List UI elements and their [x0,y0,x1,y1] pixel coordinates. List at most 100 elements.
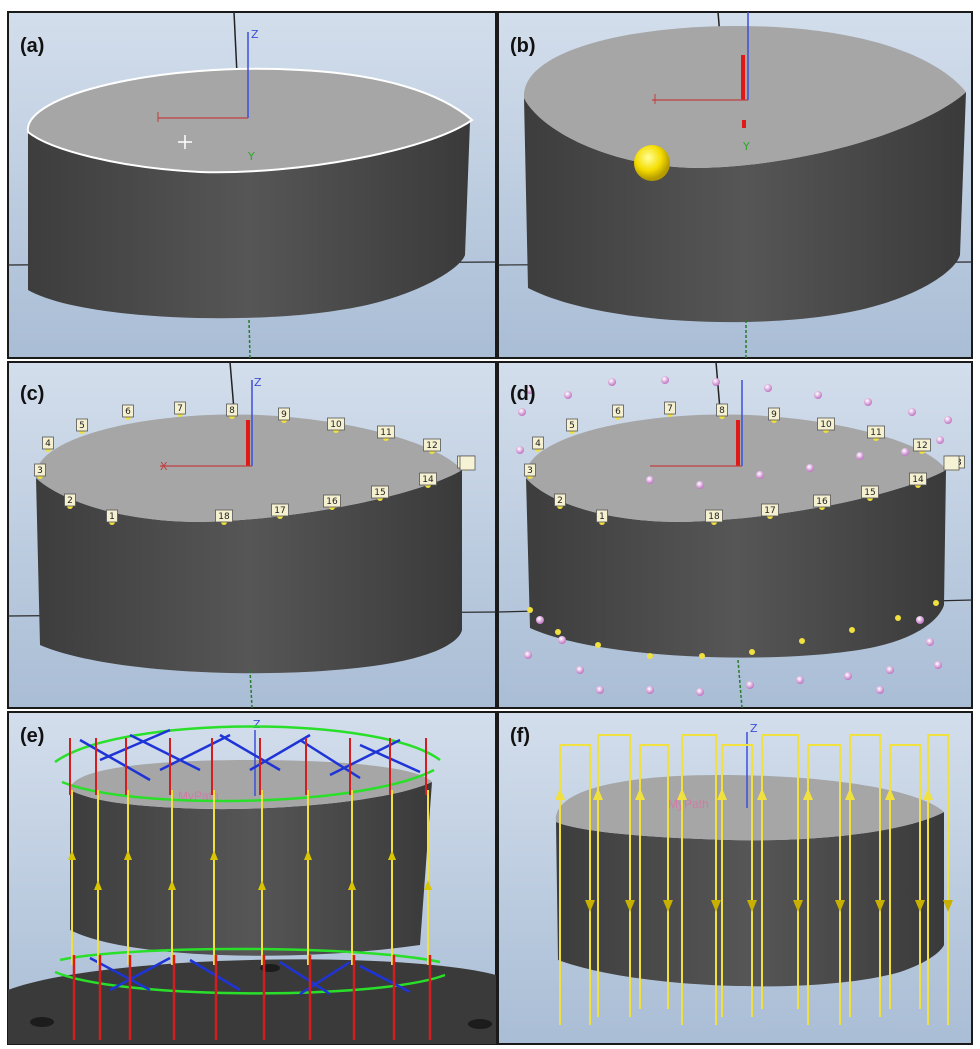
target-label: 3 [37,466,43,476]
path-loop [761,734,799,1009]
selected-point-sphere [634,145,670,181]
path-arrow-up [757,788,767,800]
path-arrow [304,850,312,860]
path-arrow [68,850,76,860]
approach-sphere [746,681,754,689]
origin-marker [742,120,746,128]
target-label-box [913,438,931,452]
bottom-target-points [527,600,939,659]
base-hole [30,1017,54,1027]
target-label: 12 [426,441,437,451]
path-arrow-down [747,900,757,912]
bottom-target-dot [933,600,939,606]
panel-c: Z X 123456789101112131415161718 (c) [7,361,497,709]
path-arrow [424,880,432,890]
target-label: 3 [527,466,533,476]
target-label-box [323,494,341,508]
panel-f: Z MyPath (f) [497,711,973,1045]
target-label-box [817,417,835,431]
panel-a-label: (a) [20,35,44,57]
path-name: MyPath [668,797,709,811]
path-loop [721,744,753,1017]
x-axis-label: X [160,460,168,473]
z-axis-label: Z [251,28,259,41]
path-arrow-up [717,788,727,800]
target-label-box [226,403,238,417]
panel-c-label: (c) [20,383,44,405]
y-axis-label: Y [742,140,750,153]
workpiece-side [28,122,470,319]
approach-sphere [756,471,764,479]
target-label: 11 [870,428,881,438]
path-arrow-down [625,900,635,912]
approach-sphere [796,676,804,684]
bottom-target-dot [749,649,755,655]
target-label-box [122,404,134,418]
path-arrow-up [677,788,687,800]
workpiece-side [70,782,432,956]
path-arrow [388,850,396,860]
target-label-box [271,503,289,517]
target-13-frame [943,455,960,471]
y-axis-label: Y [247,150,255,163]
bottom-contour-green [54,970,446,995]
tool-frame-blue [159,733,231,772]
approach-points [516,376,952,696]
approach-sphere [526,386,534,394]
workpiece-top [70,760,432,810]
target-label: 18 [708,512,720,522]
target-13-frame [459,455,476,471]
approach-sphere [536,616,544,624]
workpiece-side [524,92,966,323]
path-arrow-up [923,788,933,800]
target-label: 4 [535,439,541,449]
tool-frames [54,725,446,1040]
path-arrow-down [943,900,953,912]
workpiece-side [36,470,462,674]
target-label-box [861,485,879,499]
target-label: 15 [374,488,385,498]
approach-sphere [646,476,654,484]
target-label-box [76,418,88,432]
target-label-box [278,407,290,421]
workpiece-side [556,812,944,987]
target-label: 1 [599,512,605,522]
bottom-target-dot [799,638,805,644]
target-label: 5 [569,421,575,431]
path-arrow [348,880,356,890]
target-label-box [596,509,608,523]
axis-below [248,319,251,359]
path-arrow-down [835,900,845,912]
approach-sphere [516,446,524,454]
approach-sphere [934,661,942,669]
target-label-box [705,509,723,523]
target-label: 4 [45,439,51,449]
target-label-box [664,401,676,415]
target-label: 7 [177,404,183,414]
target-label-box [813,494,831,508]
path-loop [849,734,881,1017]
bottom-target-dot [527,607,533,613]
target-label: 10 [820,420,832,430]
target-label-box [612,404,624,418]
target-label-box [377,425,395,439]
path-arrow [124,850,132,860]
robot-path [555,734,953,1025]
bottom-target-dot [699,653,705,659]
approach-sphere [608,378,616,386]
target-label: 10 [330,420,342,430]
target-label: 9 [771,410,777,420]
target-label: 6 [125,407,131,417]
bottom-target-dot [595,642,601,648]
target-label-box [761,503,779,517]
workpiece-top [525,414,946,522]
panel-f-label: (f) [510,725,530,747]
approach-sphere [856,452,864,460]
approach-sphere [916,616,924,624]
target-label-box [716,403,728,417]
approach-sphere [524,651,532,659]
tool-frame-blue [109,956,171,992]
panel-b-label: (b) [510,35,536,57]
approach-sphere [886,666,894,674]
